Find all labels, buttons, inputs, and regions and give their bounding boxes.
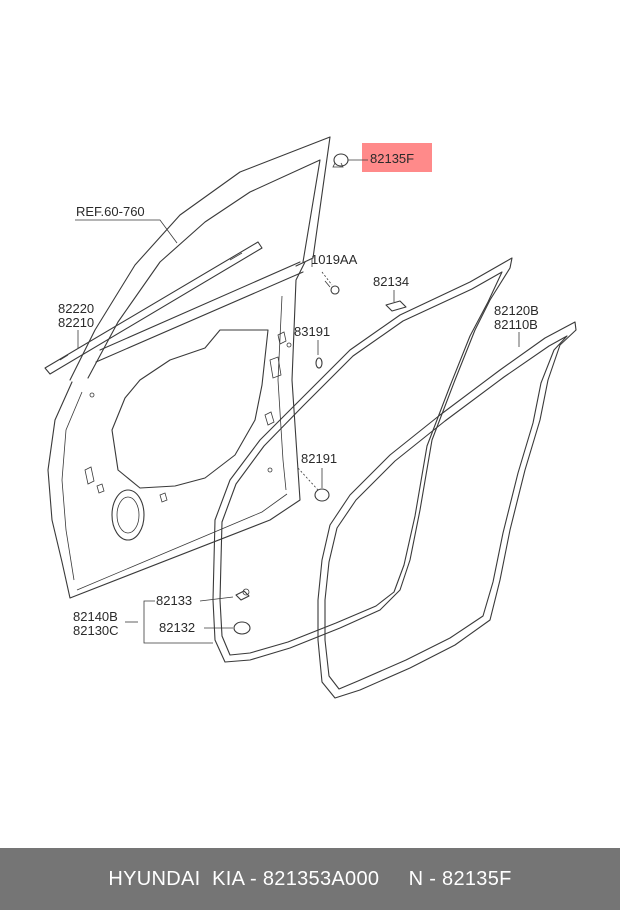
label-83191: 83191 xyxy=(294,324,330,339)
highlight-box xyxy=(362,143,432,172)
opening-weatherstrip xyxy=(317,321,577,699)
label-82120B: 82120B xyxy=(494,303,539,318)
cap-82132 xyxy=(233,621,251,635)
label-82130C: 82130C xyxy=(73,623,119,638)
footer-bar: HYUNDAI KIA - 821353A000 N - 82135F xyxy=(0,848,620,910)
clip-82133 xyxy=(235,588,250,601)
label-82220: 82220 xyxy=(58,301,94,316)
parts-diagram: 82135F REF.60-760 1019AA 82134 82220 822… xyxy=(44,136,577,699)
label-82135F: 82135F xyxy=(370,151,414,166)
footer-number: N - 82135F xyxy=(408,867,512,890)
door-weatherstrip xyxy=(212,257,513,663)
screw-1019AA xyxy=(324,280,340,295)
label-ref: REF.60-760 xyxy=(76,204,145,219)
footer-brand-part: HYUNDAI KIA - 821353A000 xyxy=(108,867,380,890)
clip-82135F xyxy=(332,153,349,168)
label-82191: 82191 xyxy=(301,451,337,466)
label-82110B: 82110B xyxy=(494,317,538,332)
belt-weatherstrip xyxy=(44,241,263,375)
door-panel xyxy=(47,136,331,599)
label-82134: 82134 xyxy=(373,274,409,289)
label-1019AA: 1019AA xyxy=(311,252,358,267)
label-82210: 82210 xyxy=(58,315,94,330)
label-82140B: 82140B xyxy=(73,609,118,624)
leader-lines xyxy=(75,159,520,644)
cap-82191 xyxy=(314,488,330,502)
grommet-83191 xyxy=(315,357,323,369)
label-82133: 82133 xyxy=(156,593,192,608)
pad-82134 xyxy=(385,300,407,312)
label-82132: 82132 xyxy=(159,620,195,635)
